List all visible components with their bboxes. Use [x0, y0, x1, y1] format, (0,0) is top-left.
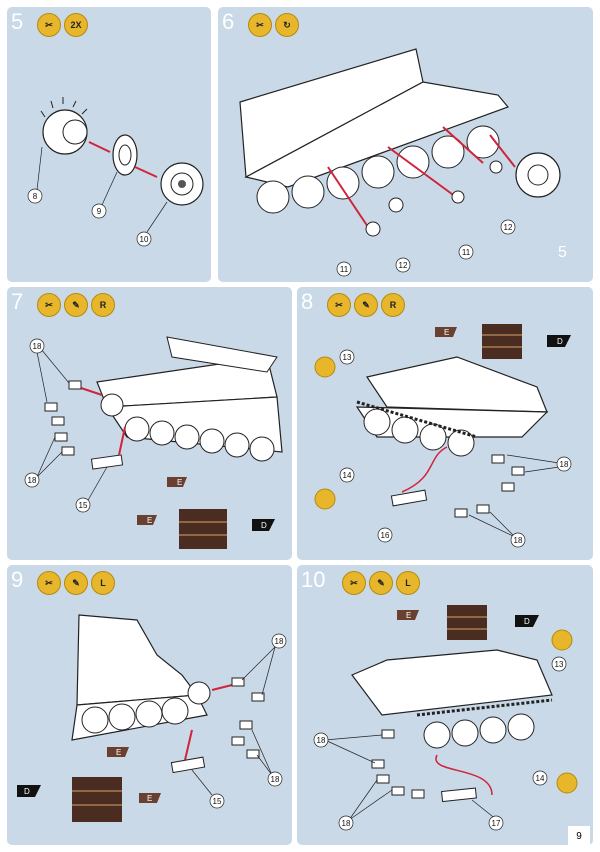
step-6-illustration: 11 12 11 12 5 [239, 48, 567, 277]
track-segment-diagram: E D [435, 324, 571, 359]
label-D: D [261, 521, 267, 530]
glue-icon: ✎ [369, 571, 393, 595]
glue-icon: ✎ [354, 293, 378, 317]
callout-12: 12 [504, 223, 513, 232]
knife-icon: ✂ [37, 571, 61, 595]
track-segment-diagram: E D E [17, 747, 161, 822]
callout-15: 15 [79, 501, 88, 510]
left-icon: L [91, 571, 115, 595]
count-icon: 2X [64, 13, 88, 37]
callout-13: 13 [343, 353, 352, 362]
sprocket-hub-part [40, 97, 88, 155]
step-number: 10 [301, 567, 326, 592]
callout-18: 18 [271, 775, 280, 784]
step-number: 9 [11, 567, 24, 592]
track-links [371, 729, 425, 799]
step-7-panel: 7 ✂ ✎ R 18 18 15 [7, 287, 292, 560]
track-links [44, 380, 82, 456]
knife-icon: ✂ [37, 293, 61, 317]
step-9-illustration: 18 18 15 E D E [17, 614, 287, 822]
track-run [356, 400, 478, 457]
callout-18: 18 [317, 736, 326, 745]
star-icon [314, 356, 336, 510]
callout-8: 8 [33, 192, 38, 201]
step-number: 7 [11, 289, 24, 314]
step-10-panel: 10 ✂ ✎ L 18 [297, 565, 593, 845]
step-badges: ✂ ✎ L [37, 571, 115, 595]
step-6-panel: 6 ✂ ↻ 11 [218, 7, 593, 282]
knife-icon: ✂ [37, 13, 61, 37]
sprocket-wheel-part [160, 162, 204, 206]
step-5-illustration: 8 9 10 [27, 97, 204, 247]
callout-18: 18 [28, 476, 37, 485]
track-segment-diagram: E E D [137, 477, 275, 549]
ring-part [112, 134, 138, 176]
step-10-illustration: 18 13 14 18 17 E D [313, 605, 578, 831]
callout-11: 11 [340, 265, 349, 274]
step-badges: ✂ ↻ [248, 13, 299, 37]
callout-11: 11 [462, 248, 471, 257]
step-reference: 5 [558, 244, 567, 261]
step-7-illustration: 18 18 15 E E D [24, 336, 283, 549]
callout-9: 9 [97, 207, 102, 216]
callout-16: 16 [381, 531, 390, 540]
glue-icon: ✎ [64, 293, 88, 317]
step-number: 6 [222, 9, 235, 34]
step-badges: ✂ ✎ R [327, 293, 405, 317]
sprocket-assembly [515, 152, 561, 198]
callout-18: 18 [342, 819, 351, 828]
callout-18: 18 [560, 460, 569, 469]
callout-18: 18 [514, 536, 523, 545]
knife-icon: ✂ [248, 13, 272, 37]
callout-10: 10 [140, 235, 149, 244]
label-D: D [24, 787, 30, 796]
track-segment-diagram: E D [397, 605, 539, 640]
callout-13: 13 [555, 660, 564, 669]
callout-14: 14 [536, 774, 545, 783]
step-badges: ✂ 2X [37, 13, 88, 37]
track-links [454, 454, 525, 518]
road-wheels [256, 125, 500, 214]
callout-14: 14 [343, 471, 352, 480]
page-number: 9 [568, 826, 590, 846]
step-badges: ✂ ✎ L [342, 571, 420, 595]
right-icon: R [381, 293, 405, 317]
step-number: 5 [11, 9, 24, 34]
step-8-illustration: 13 14 16 18 18 E D [314, 324, 572, 548]
knife-icon: ✂ [327, 293, 351, 317]
label-E: E [177, 478, 182, 487]
label-E: E [147, 794, 152, 803]
step-5-panel: 5 ✂ 2X 8 9 10 [7, 7, 211, 282]
glue-icon: ✎ [64, 571, 88, 595]
step-number: 8 [301, 289, 314, 314]
step-badges: ✂ ✎ R [37, 293, 115, 317]
callout-17: 17 [492, 819, 501, 828]
callout-18: 18 [33, 342, 42, 351]
step-8-panel: 8 ✂ ✎ R [297, 287, 593, 560]
track-links [231, 677, 265, 759]
label-E: E [406, 611, 411, 620]
label-E: E [147, 516, 152, 525]
rotate-icon: ↻ [275, 13, 299, 37]
right-icon: R [91, 293, 115, 317]
callout-15: 15 [213, 797, 222, 806]
label-E: E [444, 328, 449, 337]
step-9-panel: 9 ✂ ✎ L 18 18 15 [7, 565, 292, 845]
star-icon [551, 629, 578, 794]
label-D: D [557, 337, 563, 346]
callout-12: 12 [399, 261, 408, 270]
label-D: D [524, 617, 530, 626]
knife-icon: ✂ [342, 571, 366, 595]
callout-18: 18 [275, 637, 284, 646]
label-E: E [116, 748, 121, 757]
left-icon: L [396, 571, 420, 595]
